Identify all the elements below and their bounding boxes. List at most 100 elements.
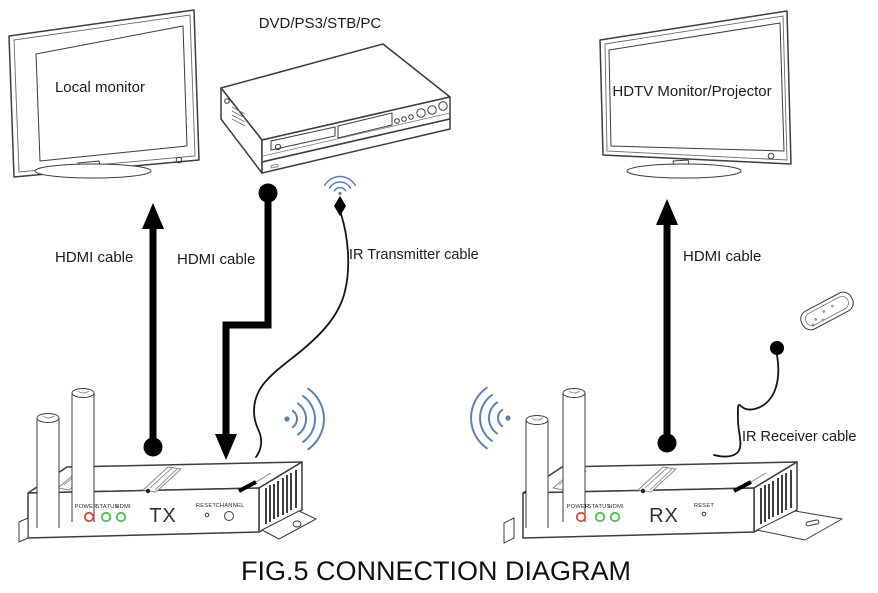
dvd-front-seam bbox=[262, 112, 451, 157]
ir-transmitter-cable: IR Transmitter cable bbox=[253, 175, 479, 458]
wave-arc bbox=[307, 387, 325, 451]
tx-antenna bbox=[36, 413, 60, 528]
wave-dot bbox=[505, 415, 511, 421]
tx-power-led bbox=[83, 511, 95, 523]
wave-arc bbox=[324, 175, 356, 187]
rx-led-status-label: STATUS bbox=[587, 504, 610, 510]
tx-antenna-connector bbox=[238, 472, 272, 493]
tx-hdmi-led bbox=[115, 511, 127, 523]
source-device: DVD/PS3/STB/PC bbox=[220, 15, 451, 174]
tx-top-screw bbox=[145, 488, 151, 494]
tx-channel-button bbox=[224, 511, 234, 521]
hdmi-cable-source: HDMI cable bbox=[177, 183, 278, 460]
dvd-power-button bbox=[274, 143, 282, 151]
rx-reset-label: RESET bbox=[694, 503, 715, 509]
local-monitor-label: Local monitor bbox=[55, 79, 145, 96]
rx-antenna bbox=[562, 388, 586, 522]
tx-vent-grille bbox=[265, 470, 297, 524]
rx-power-led bbox=[575, 511, 587, 523]
tx-wireless-signal-icon bbox=[284, 387, 325, 451]
cable-shaft bbox=[222, 198, 272, 436]
wave-arc bbox=[488, 401, 499, 435]
dvd-buttons bbox=[394, 101, 448, 124]
dvd-display-window bbox=[337, 112, 393, 139]
tx-antenna bbox=[71, 388, 95, 522]
dvd-usb-slot bbox=[270, 163, 279, 169]
ir-emitter-plug bbox=[334, 196, 346, 216]
tv-bezel-inner-line bbox=[604, 15, 788, 161]
arrow-up-icon bbox=[142, 203, 164, 229]
rx-top-screw bbox=[640, 488, 646, 494]
rx-antenna bbox=[525, 415, 549, 528]
rx-status-led bbox=[594, 511, 606, 523]
dvd-button-small bbox=[408, 114, 414, 120]
tx-reset-hole bbox=[204, 512, 210, 518]
hdmi-cable-label: HDMI cable bbox=[683, 248, 761, 265]
rx-top-sticker bbox=[637, 466, 677, 493]
dvd-button-large bbox=[427, 105, 437, 115]
rx-unit: POWER STATUS HDMI RX RESET bbox=[503, 388, 843, 544]
ir-cord bbox=[253, 213, 350, 458]
tx-channel-label: CHANNEL bbox=[215, 503, 245, 509]
dvd-button-small bbox=[401, 116, 407, 122]
dvd-side-screw bbox=[224, 98, 230, 104]
tv-power-led bbox=[175, 156, 183, 164]
stick-dot bbox=[821, 318, 825, 322]
rx-front-panel: POWER STATUS HDMI RX RESET bbox=[567, 503, 715, 527]
tx-front-panel: POWER STATUS HDMI TX RESET CHANNEL bbox=[75, 503, 245, 527]
local-monitor: Local monitor bbox=[8, 9, 200, 179]
rx-led-hdmi-label: HDMI bbox=[608, 504, 624, 510]
rx-wireless-signal-icon bbox=[470, 386, 511, 450]
cable-end-dot bbox=[657, 433, 677, 453]
rx-vent-grille bbox=[760, 470, 792, 524]
rx-front-face bbox=[522, 487, 755, 539]
ir-cord bbox=[713, 354, 780, 458]
stick-dot bbox=[830, 304, 834, 308]
hdtv-label: HDTV Monitor/Projector bbox=[612, 83, 771, 100]
tx-front-face bbox=[27, 487, 260, 539]
arrow-up-icon bbox=[656, 199, 678, 225]
tx-unit: POWER STATUS HDMI TX RESET CHANNEL bbox=[18, 388, 317, 543]
ir-receiver-label: IR Receiver cable bbox=[742, 429, 856, 445]
cable-end-dot bbox=[143, 437, 163, 457]
wave-arc bbox=[479, 394, 493, 442]
tv-screen bbox=[608, 22, 785, 152]
rx-led-power-label: POWER bbox=[567, 504, 590, 510]
hdmi-cable-hdtv: HDMI cable bbox=[656, 199, 761, 453]
wave-arc bbox=[333, 186, 347, 192]
dvd-button-large bbox=[416, 108, 426, 118]
rx-antenna-connector bbox=[733, 472, 767, 493]
stick-dot bbox=[822, 310, 826, 313]
tv-stand-base bbox=[34, 163, 152, 179]
tx-label: TX bbox=[149, 505, 177, 527]
tx-led-status-label: STATUS bbox=[95, 504, 118, 510]
rx-mount-ear bbox=[756, 510, 843, 541]
dvd-disc-tray bbox=[270, 126, 336, 151]
rx-label: RX bbox=[649, 505, 679, 527]
wave-arc bbox=[470, 386, 488, 450]
stick-ir-dot bbox=[811, 323, 815, 327]
wave-arc bbox=[296, 402, 307, 436]
hdmi-cable-label: HDMI cable bbox=[177, 251, 255, 268]
tv-screen bbox=[35, 25, 188, 162]
tx-status-led bbox=[100, 511, 112, 523]
tv-stand-base bbox=[626, 163, 742, 179]
tv-bezel-inner-line bbox=[13, 14, 196, 173]
tx-led-hdmi-label: HDMI bbox=[115, 504, 131, 510]
source-device-label: DVD/PS3/STB/PC bbox=[259, 15, 382, 32]
rx-reset-hole bbox=[701, 511, 707, 517]
tx-mount-ear bbox=[261, 510, 317, 540]
rx-left-foot bbox=[503, 517, 515, 544]
tx-top-sticker bbox=[142, 466, 182, 493]
dvd-bottom-lip bbox=[261, 118, 451, 174]
tx-left-foot bbox=[18, 517, 29, 543]
figure-caption: FIG.5 CONNECTION DIAGRAM bbox=[241, 556, 631, 586]
wave-arc bbox=[497, 408, 504, 428]
wave-arc bbox=[291, 409, 298, 429]
hdmi-cable-local: HDMI cable bbox=[55, 203, 164, 457]
wave-arc bbox=[328, 181, 352, 189]
cable-end-dot bbox=[258, 183, 278, 203]
hdmi-cable-label: HDMI cable bbox=[55, 249, 133, 266]
